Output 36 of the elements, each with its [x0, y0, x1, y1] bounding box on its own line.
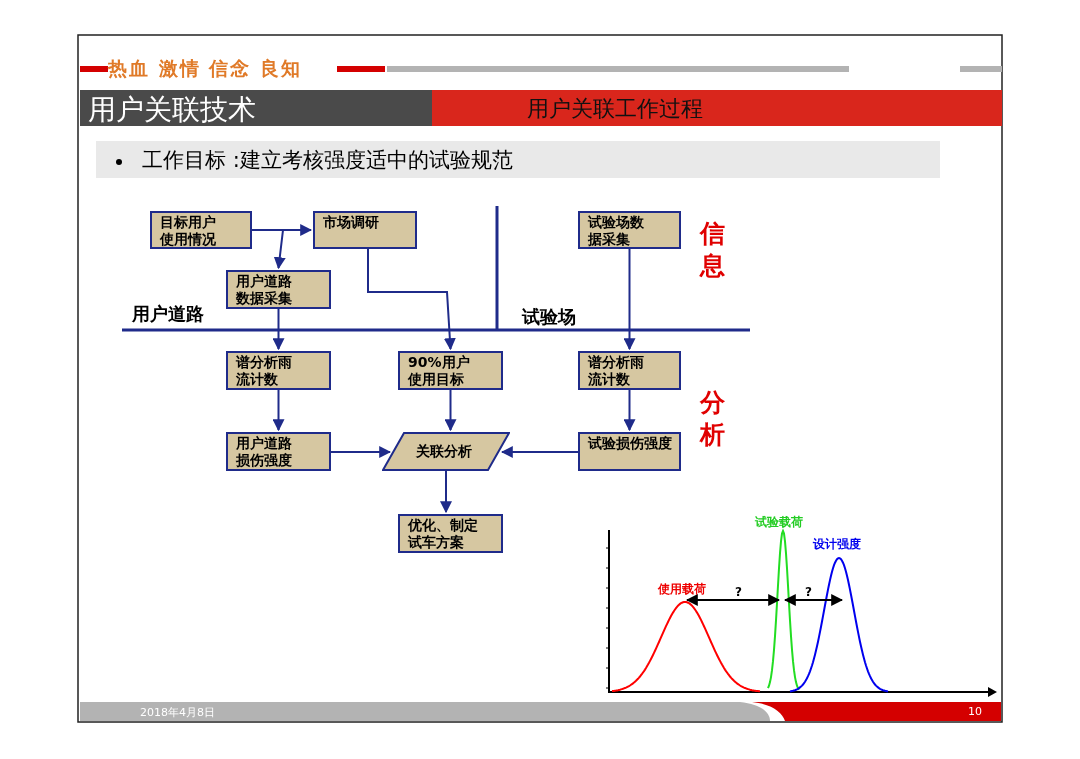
- page-number: 10: [968, 705, 982, 718]
- bullet-text: 工作目标 :建立考核强度适中的试验规范: [142, 147, 513, 174]
- curve-label: 使用载荷: [658, 581, 706, 598]
- slide-subtitle: 用户关联工作过程: [527, 95, 703, 123]
- arrow: [272, 389, 285, 432]
- arrow: [440, 470, 452, 514]
- process-box: 试验损伤强度: [578, 432, 681, 471]
- side-label: 信息: [700, 218, 726, 282]
- process-box: 谱分析雨流计数: [578, 351, 681, 390]
- arrow: [623, 248, 636, 351]
- box-label: 关联分析: [416, 443, 472, 461]
- footer-date: 2018年4月8日: [140, 705, 215, 720]
- process-box: 市场调研: [313, 211, 417, 249]
- arrow: [330, 446, 392, 458]
- process-box: 试验场数据采集: [578, 211, 681, 249]
- process-box: 优化、制定试车方案: [398, 514, 503, 553]
- dimension-label: ?: [735, 585, 742, 599]
- process-box: 目标用户使用情况: [150, 211, 252, 249]
- arrow: [367, 248, 456, 351]
- process-box: 用户道路数据采集: [226, 270, 331, 309]
- arrow: [500, 446, 579, 458]
- arrow: [251, 229, 286, 270]
- arrow: [623, 389, 636, 432]
- side-label: 分析: [700, 387, 726, 451]
- region-label: 用户道路: [132, 302, 204, 326]
- slide-title: 用户关联技术: [88, 92, 256, 128]
- region-label: 试验场: [522, 305, 576, 329]
- arrow: [272, 308, 285, 351]
- dimension-label: ?: [805, 585, 812, 599]
- process-box: 用户道路损伤强度: [226, 432, 331, 471]
- header-slogan: 热血 激情 信念 良知: [108, 56, 302, 81]
- curve-label: 设计强度: [813, 536, 861, 553]
- process-box: 谱分析雨流计数: [226, 351, 331, 390]
- arrow: [444, 389, 457, 432]
- curve-label: 试验载荷: [755, 514, 803, 531]
- process-box: 90%用户使用目标: [398, 351, 503, 390]
